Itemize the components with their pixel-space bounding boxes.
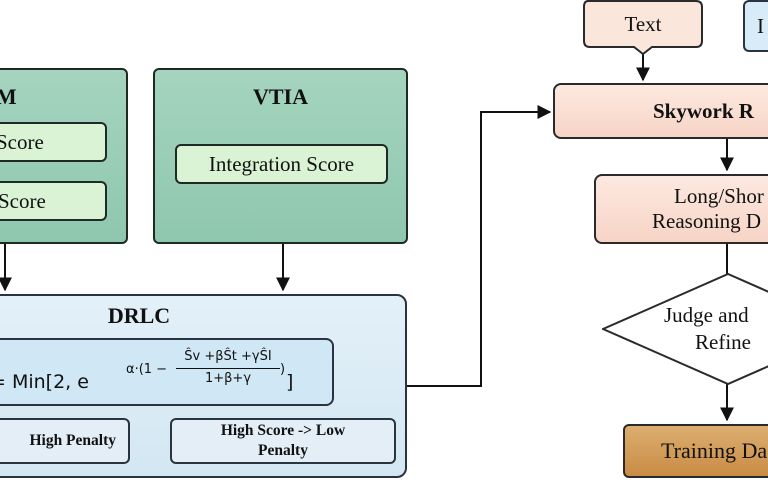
reasoning-line-2: Reasoning D: [652, 209, 762, 233]
vtia-module-title: VTIA: [252, 84, 308, 109]
training-data-node: Training Da: [623, 424, 768, 478]
skywork-node: Skywork R: [553, 83, 768, 139]
am-score-chip-1: Score: [0, 122, 107, 162]
drlc-module-title: DRLC: [107, 303, 171, 328]
judge-line-1: Judge and: [664, 303, 749, 327]
formula-exponent-close: ): [280, 362, 286, 377]
formula-fraction-bar: [176, 368, 280, 369]
high-penalty-chip: High Penalty: [0, 418, 130, 464]
formula-denominator: 1+β+γ: [204, 371, 252, 386]
formula-numerator: Ŝv +βŜt +γŜI: [184, 349, 272, 364]
formula-lead: = Min[2, e: [0, 371, 89, 393]
high-penalty-label: High Penalty: [29, 432, 116, 449]
am-score-chip-2: Score: [0, 181, 107, 221]
partial-node-label: I: [757, 14, 764, 38]
am-module-title: AM: [0, 84, 17, 109]
vtia-integration-score-chip: Integration Score: [175, 144, 388, 184]
text-node-label: Text: [624, 12, 662, 36]
formula-close: ]: [286, 371, 294, 393]
text-speech-node: [583, 0, 703, 56]
reasoning-node: Long/Shor Reasoning D: [594, 174, 768, 244]
arrow-drlc-to-skywork: [407, 105, 552, 387]
skywork-node-label: Skywork R: [653, 98, 754, 123]
partial-node: I: [743, 0, 768, 52]
drlc-formula-box: = Min[2, e α·(1 − Ŝv +βŜt +γŜI 1+β+γ ) ]: [0, 338, 334, 406]
judge-diamond-node: [602, 273, 768, 385]
judge-line-2: Refine: [695, 330, 751, 354]
high-score-low-penalty-label: High Score -> Low Penalty: [220, 422, 346, 459]
formula-exponent-prefix: α·(1 −: [126, 362, 168, 377]
reasoning-line-1: Long/Shor: [674, 184, 764, 208]
high-score-low-penalty-chip: High Score -> Low Penalty: [170, 418, 396, 464]
training-data-label: Training Da: [661, 438, 768, 463]
